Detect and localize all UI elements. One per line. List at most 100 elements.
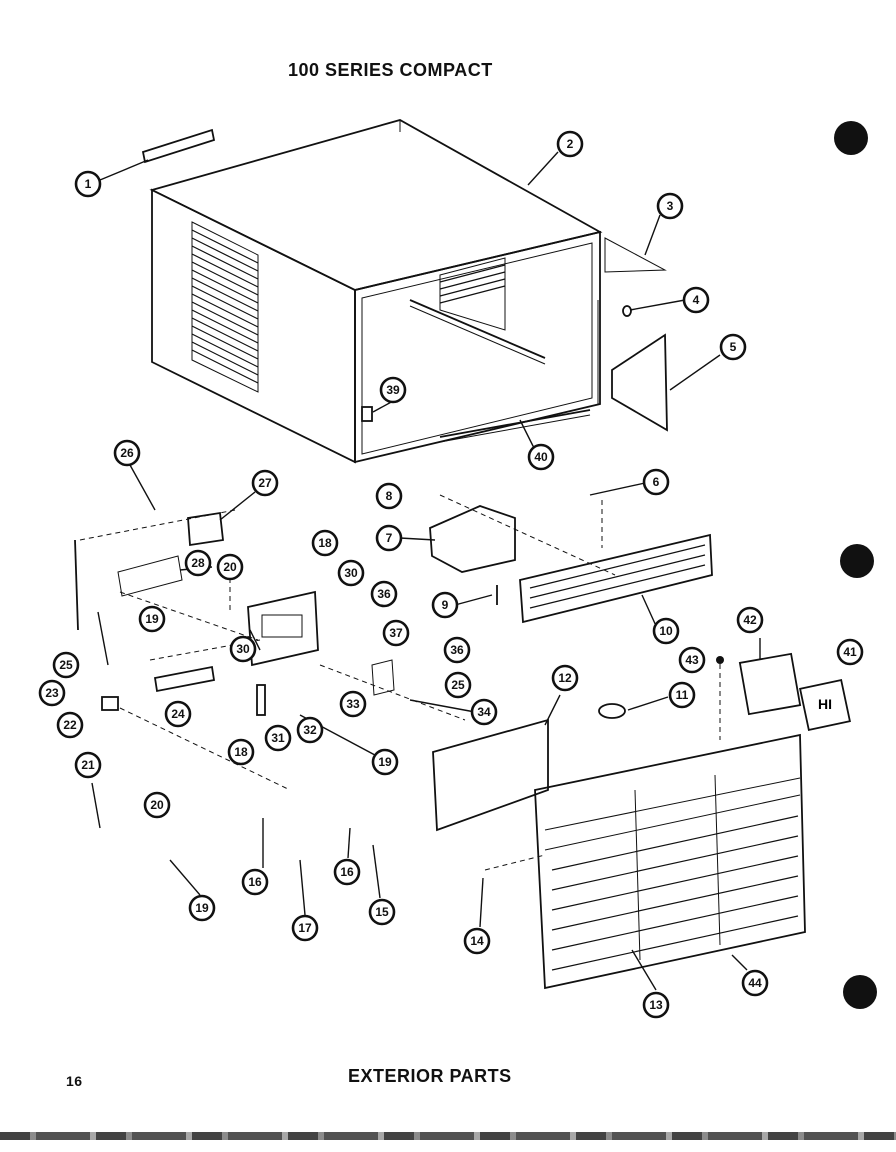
svg-text:2: 2 (567, 137, 574, 151)
selector-knob-part (371, 659, 395, 696)
hi-badge-frame (799, 679, 851, 731)
callout-10: 10 (652, 617, 680, 645)
capacitor-part (187, 511, 224, 547)
callout-1: 1 (74, 170, 102, 198)
svg-text:21: 21 (81, 758, 95, 772)
callout-8: 8 (375, 482, 403, 510)
svg-text:24: 24 (171, 707, 185, 721)
svg-text:14: 14 (470, 934, 484, 948)
svg-text:41: 41 (843, 645, 857, 659)
clip-part (622, 305, 632, 317)
svg-text:34: 34 (477, 705, 491, 719)
callout-30b: 30 (229, 635, 257, 663)
switch-strip-part (153, 665, 216, 693)
air-filter-part (432, 718, 549, 832)
svg-text:33: 33 (346, 697, 360, 711)
svg-text:18: 18 (318, 536, 332, 550)
binder-hole-bottom (843, 975, 877, 1009)
callout-24: 24 (164, 700, 192, 728)
callout-17: 17 (291, 914, 319, 942)
cabinet-rear-louvers (439, 257, 506, 331)
callout-5: 5 (719, 333, 747, 361)
hi-badge-label: HI (818, 696, 832, 712)
callout-31: 31 (264, 724, 292, 752)
svg-text:5: 5 (730, 340, 737, 354)
mounting-bracket-part (361, 406, 373, 422)
callout-33: 33 (339, 690, 367, 718)
svg-text:6: 6 (653, 475, 660, 489)
callout-18a: 18 (311, 529, 339, 557)
svg-text:15: 15 (375, 905, 389, 919)
svg-text:10: 10 (659, 624, 673, 638)
callout-9: 9 (431, 591, 459, 619)
callout-40: 40 (527, 443, 555, 471)
callout-27: 27 (251, 469, 279, 497)
svg-text:20: 20 (223, 560, 237, 574)
callout-26: 26 (113, 439, 141, 467)
control-bracket-part (247, 590, 319, 667)
callout-28: 28 (184, 549, 212, 577)
callout-32: 32 (296, 716, 324, 744)
divider-panel-part (611, 333, 668, 432)
section-title: EXTERIOR PARTS (348, 1066, 512, 1086)
callout-20a: 20 (216, 553, 244, 581)
callout-19b: 19 (371, 748, 399, 776)
blower-housing-part (429, 505, 516, 573)
svg-text:1: 1 (85, 177, 92, 191)
callout-14: 14 (463, 927, 491, 955)
callout-36a: 36 (370, 580, 398, 608)
callout-3: 3 (656, 192, 684, 220)
svg-text:40: 40 (534, 450, 548, 464)
svg-text:12: 12 (558, 671, 572, 685)
svg-text:43: 43 (685, 653, 699, 667)
svg-text:16: 16 (248, 875, 262, 889)
svg-text:7: 7 (386, 531, 393, 545)
svg-text:3: 3 (667, 199, 674, 213)
binder-hole-top (834, 121, 868, 155)
callout-39: 39 (379, 376, 407, 404)
callout-37: 37 (382, 619, 410, 647)
callout-4: 4 (682, 286, 710, 314)
svg-text:31: 31 (271, 731, 285, 745)
callout-34: 34 (470, 698, 498, 726)
svg-text:44: 44 (748, 976, 762, 990)
svg-text:4: 4 (693, 293, 700, 307)
discharge-grille-part (519, 533, 713, 624)
terminal-block-part (117, 555, 183, 597)
callout-44: 44 (741, 969, 769, 997)
svg-text:17: 17 (298, 921, 312, 935)
callout-23: 23 (38, 679, 66, 707)
svg-text:20: 20 (150, 798, 164, 812)
svg-text:19: 19 (195, 901, 209, 915)
svg-text:42: 42 (743, 613, 757, 627)
side-panel-part (604, 237, 667, 273)
callout-42: 42 (736, 606, 764, 634)
callout-15: 15 (368, 898, 396, 926)
svg-text:30: 30 (236, 642, 250, 656)
svg-text:30: 30 (344, 566, 358, 580)
svg-text:16: 16 (340, 865, 354, 879)
callout-20b: 20 (143, 791, 171, 819)
callout-36b: 36 (443, 636, 471, 664)
scan-artifact-strip (0, 1132, 896, 1140)
callout-25a: 25 (52, 651, 80, 679)
svg-text:37: 37 (389, 626, 403, 640)
callout-bubbles: 1 2 3 4 5 6 7 8 9 10 11 12 13 14 15 16 1… (38, 130, 864, 1019)
svg-text:28: 28 (191, 556, 205, 570)
svg-text:36: 36 (450, 643, 464, 657)
top-strip-part (141, 128, 216, 164)
control-panel-assembly (74, 509, 466, 791)
svg-text:26: 26 (120, 446, 134, 460)
callout-43: 43 (678, 646, 706, 674)
svg-text:9: 9 (442, 598, 449, 612)
callout-41: 41 (836, 638, 864, 666)
svg-text:25: 25 (59, 658, 73, 672)
screw-part (716, 656, 724, 664)
svg-text:11: 11 (676, 688, 689, 702)
callout-12: 12 (551, 664, 579, 692)
svg-text:27: 27 (258, 476, 272, 490)
svg-text:25: 25 (451, 678, 465, 692)
svg-text:19: 19 (378, 755, 392, 769)
